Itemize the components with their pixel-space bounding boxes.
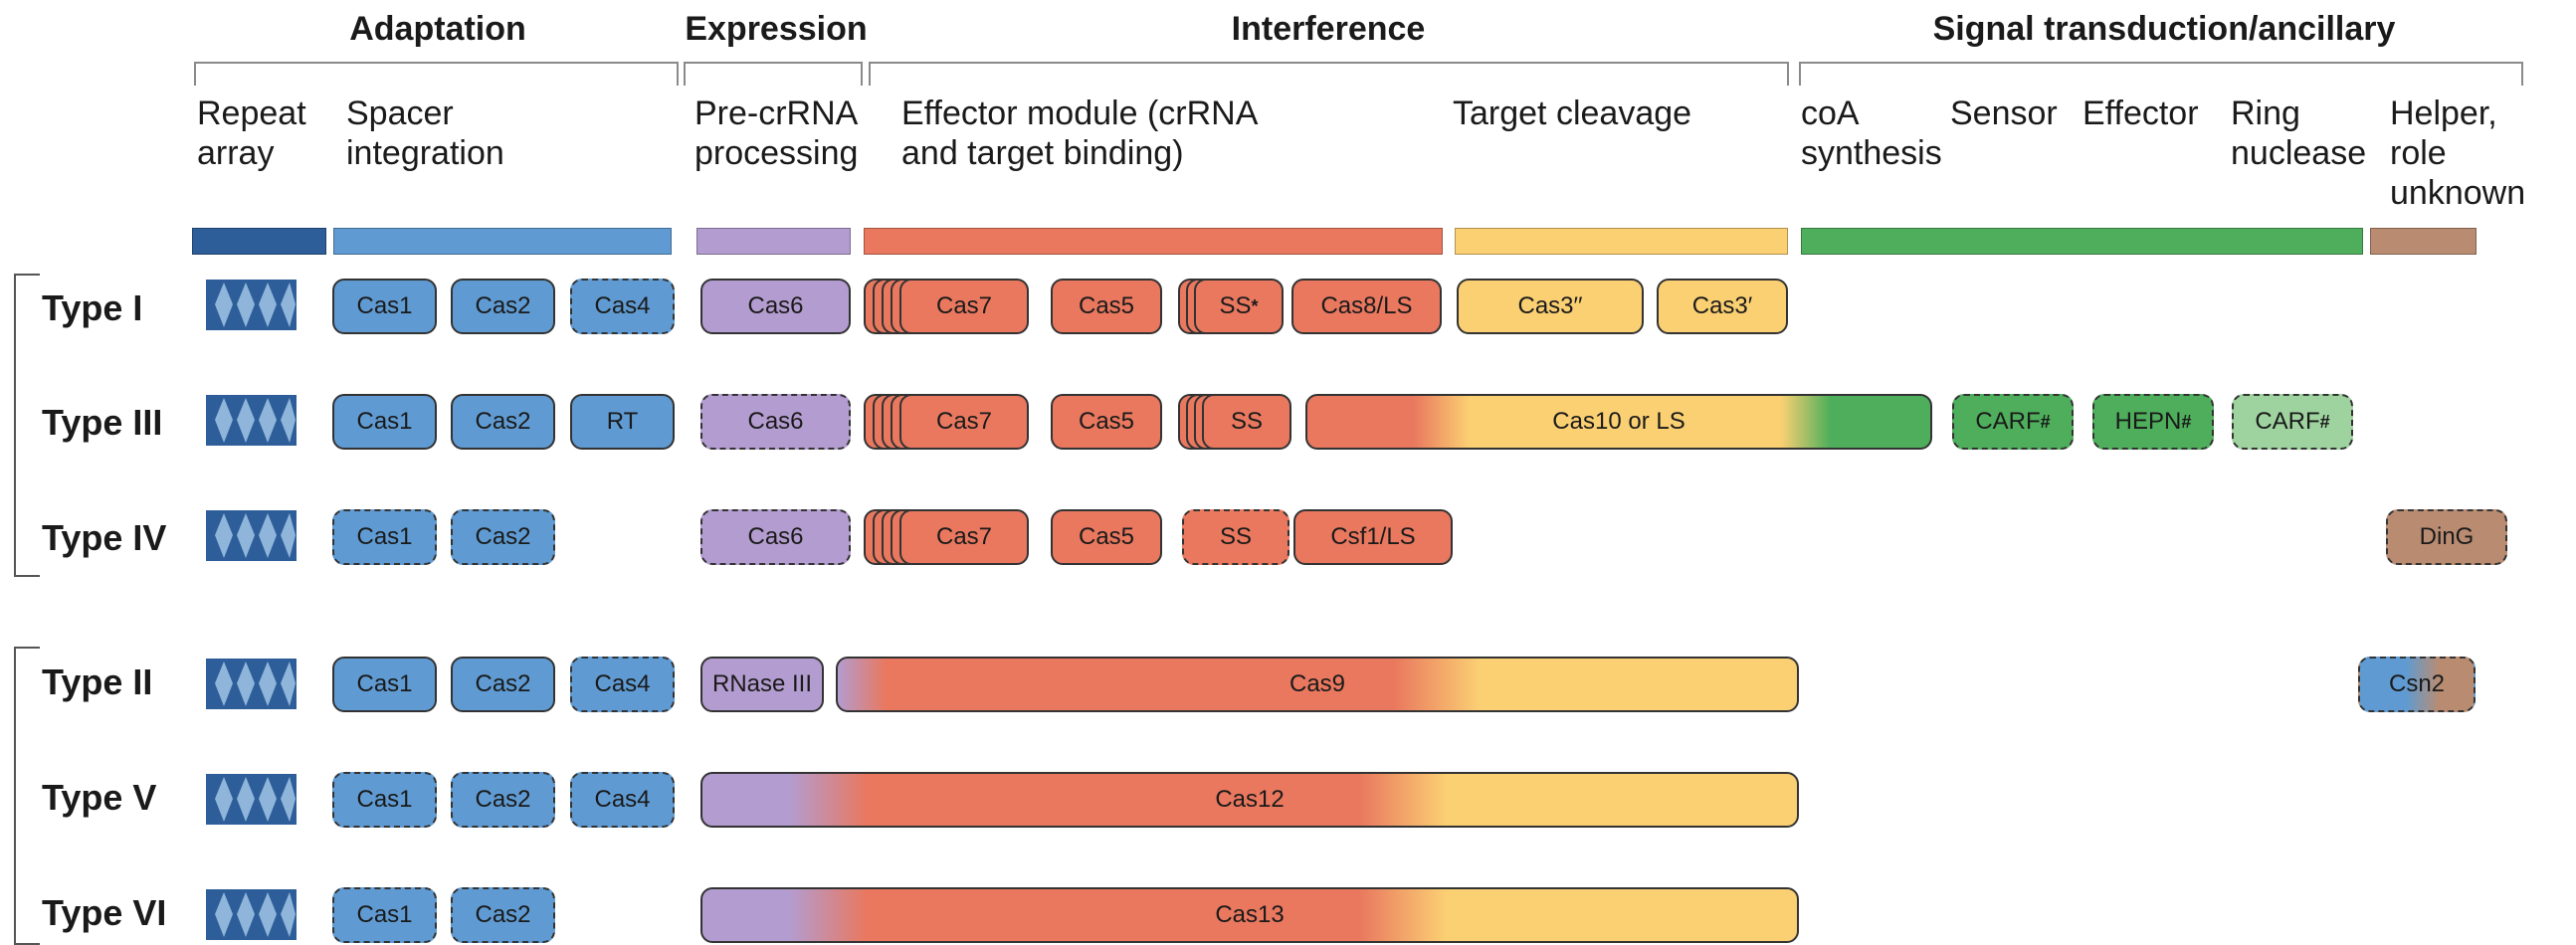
cas3-hd-protein: Cas3′′: [1457, 279, 1644, 334]
cas4-protein: Cas4: [570, 772, 675, 828]
group-interference: Interference: [1231, 10, 1426, 48]
rt-protein: RT: [570, 394, 675, 450]
cas2-protein: Cas2: [451, 887, 555, 943]
repeat-array-icon: [206, 889, 297, 940]
cas10-protein: Cas10 or LS: [1305, 394, 1932, 450]
cas1-protein: Cas1: [332, 279, 437, 334]
category-bar-adaptation: [333, 228, 672, 255]
rnase-iii-protein: RNase III: [700, 657, 824, 712]
cas7-filament: Cas7: [864, 394, 1043, 450]
cas4-protein: Cas4: [570, 657, 675, 712]
category-bar-expression: [696, 228, 851, 255]
small-subunit-protein: SS: [1202, 394, 1291, 450]
cas9-protein: Cas9: [836, 657, 1799, 712]
cas1-protein: Cas1: [332, 509, 437, 565]
type-label-iv: Type IV: [42, 517, 167, 558]
cas7-filament: Cas7: [864, 279, 1043, 334]
ding-protein: DinG: [2386, 509, 2507, 565]
ss-stack: SS*: [1178, 279, 1286, 334]
type-label-i: Type I: [42, 287, 143, 328]
category-bar-effector-module: [864, 228, 1443, 255]
cas6-protein: Cas6: [700, 394, 851, 450]
cas5-protein: Cas5: [1051, 394, 1162, 450]
group-adaptation: Adaptation: [349, 10, 526, 48]
cas2-protein: Cas2: [451, 279, 555, 334]
ss-stack: SS: [1178, 394, 1295, 450]
bracket-interference: [869, 62, 1789, 86]
group-signal: Signal transduction/ancillary: [1932, 10, 2396, 48]
bracket-adaptation: [194, 62, 679, 86]
cas2-protein: Cas2: [451, 772, 555, 828]
cas7-protein: Cas7: [899, 394, 1029, 450]
cas5-protein: Cas5: [1051, 279, 1162, 334]
cas7-protein: Cas7: [899, 509, 1029, 565]
cas1-protein: Cas1: [332, 772, 437, 828]
type-label-vi: Type VI: [42, 892, 167, 933]
repeat-array-icon: [206, 280, 297, 330]
repeat-array-icon: [206, 659, 297, 709]
type-label-ii: Type II: [42, 662, 153, 702]
subhead-effector: Effector: [2082, 94, 2199, 132]
category-bar-target-cleavage: [1455, 228, 1788, 255]
cas4-protein: Cas4: [570, 279, 675, 334]
cas2-protein: Cas2: [451, 509, 555, 565]
cas2-protein: Cas2: [451, 394, 555, 450]
carf-sensor-protein: CARF#: [1952, 394, 2074, 450]
cas3-helicase-protein: Cas3′: [1657, 279, 1788, 334]
cas13-protein: Cas13: [700, 887, 1799, 943]
type-label-iii: Type III: [42, 402, 163, 443]
bracket-signal: [1799, 62, 2523, 86]
csn2-protein: Csn2: [2358, 657, 2476, 712]
cas7-protein: Cas7: [899, 279, 1029, 334]
subhead-target-cleavage: Target cleavage: [1453, 94, 1692, 132]
category-bar-repeat-array: [192, 228, 326, 255]
type-label-v: Type V: [42, 777, 157, 818]
small-subunit-protein: SS*: [1194, 279, 1284, 334]
class2-bracket: [14, 647, 40, 945]
class1-bracket: [14, 274, 40, 577]
cas6-protein: Cas6: [700, 279, 851, 334]
cas12-protein: Cas12: [700, 772, 1799, 828]
hepn-effector-protein: HEPN#: [2092, 394, 2214, 450]
csf1-ls-protein: Csf1/LS: [1293, 509, 1453, 565]
cas8-ls-protein: Cas8/LS: [1291, 279, 1442, 334]
bracket-expression: [684, 62, 863, 86]
cas7-filament: Cas7: [864, 509, 1043, 565]
repeat-array-icon: [206, 774, 297, 825]
repeat-array-icon: [206, 395, 297, 446]
repeat-array-icon: [206, 510, 297, 561]
cas1-protein: Cas1: [332, 887, 437, 943]
carf-ring-nuclease-protein: CARF#: [2232, 394, 2353, 450]
cas1-protein: Cas1: [332, 394, 437, 450]
cas1-protein: Cas1: [332, 657, 437, 712]
small-subunit-protein: SS: [1182, 509, 1289, 565]
cas2-protein: Cas2: [451, 657, 555, 712]
subhead-sensor: Sensor: [1950, 94, 2058, 132]
cas5-protein: Cas5: [1051, 509, 1162, 565]
category-bar-helper: [2370, 228, 2477, 255]
category-bar-signal: [1801, 228, 2363, 255]
cas6-protein: Cas6: [700, 509, 851, 565]
group-expression: Expression: [685, 10, 868, 48]
